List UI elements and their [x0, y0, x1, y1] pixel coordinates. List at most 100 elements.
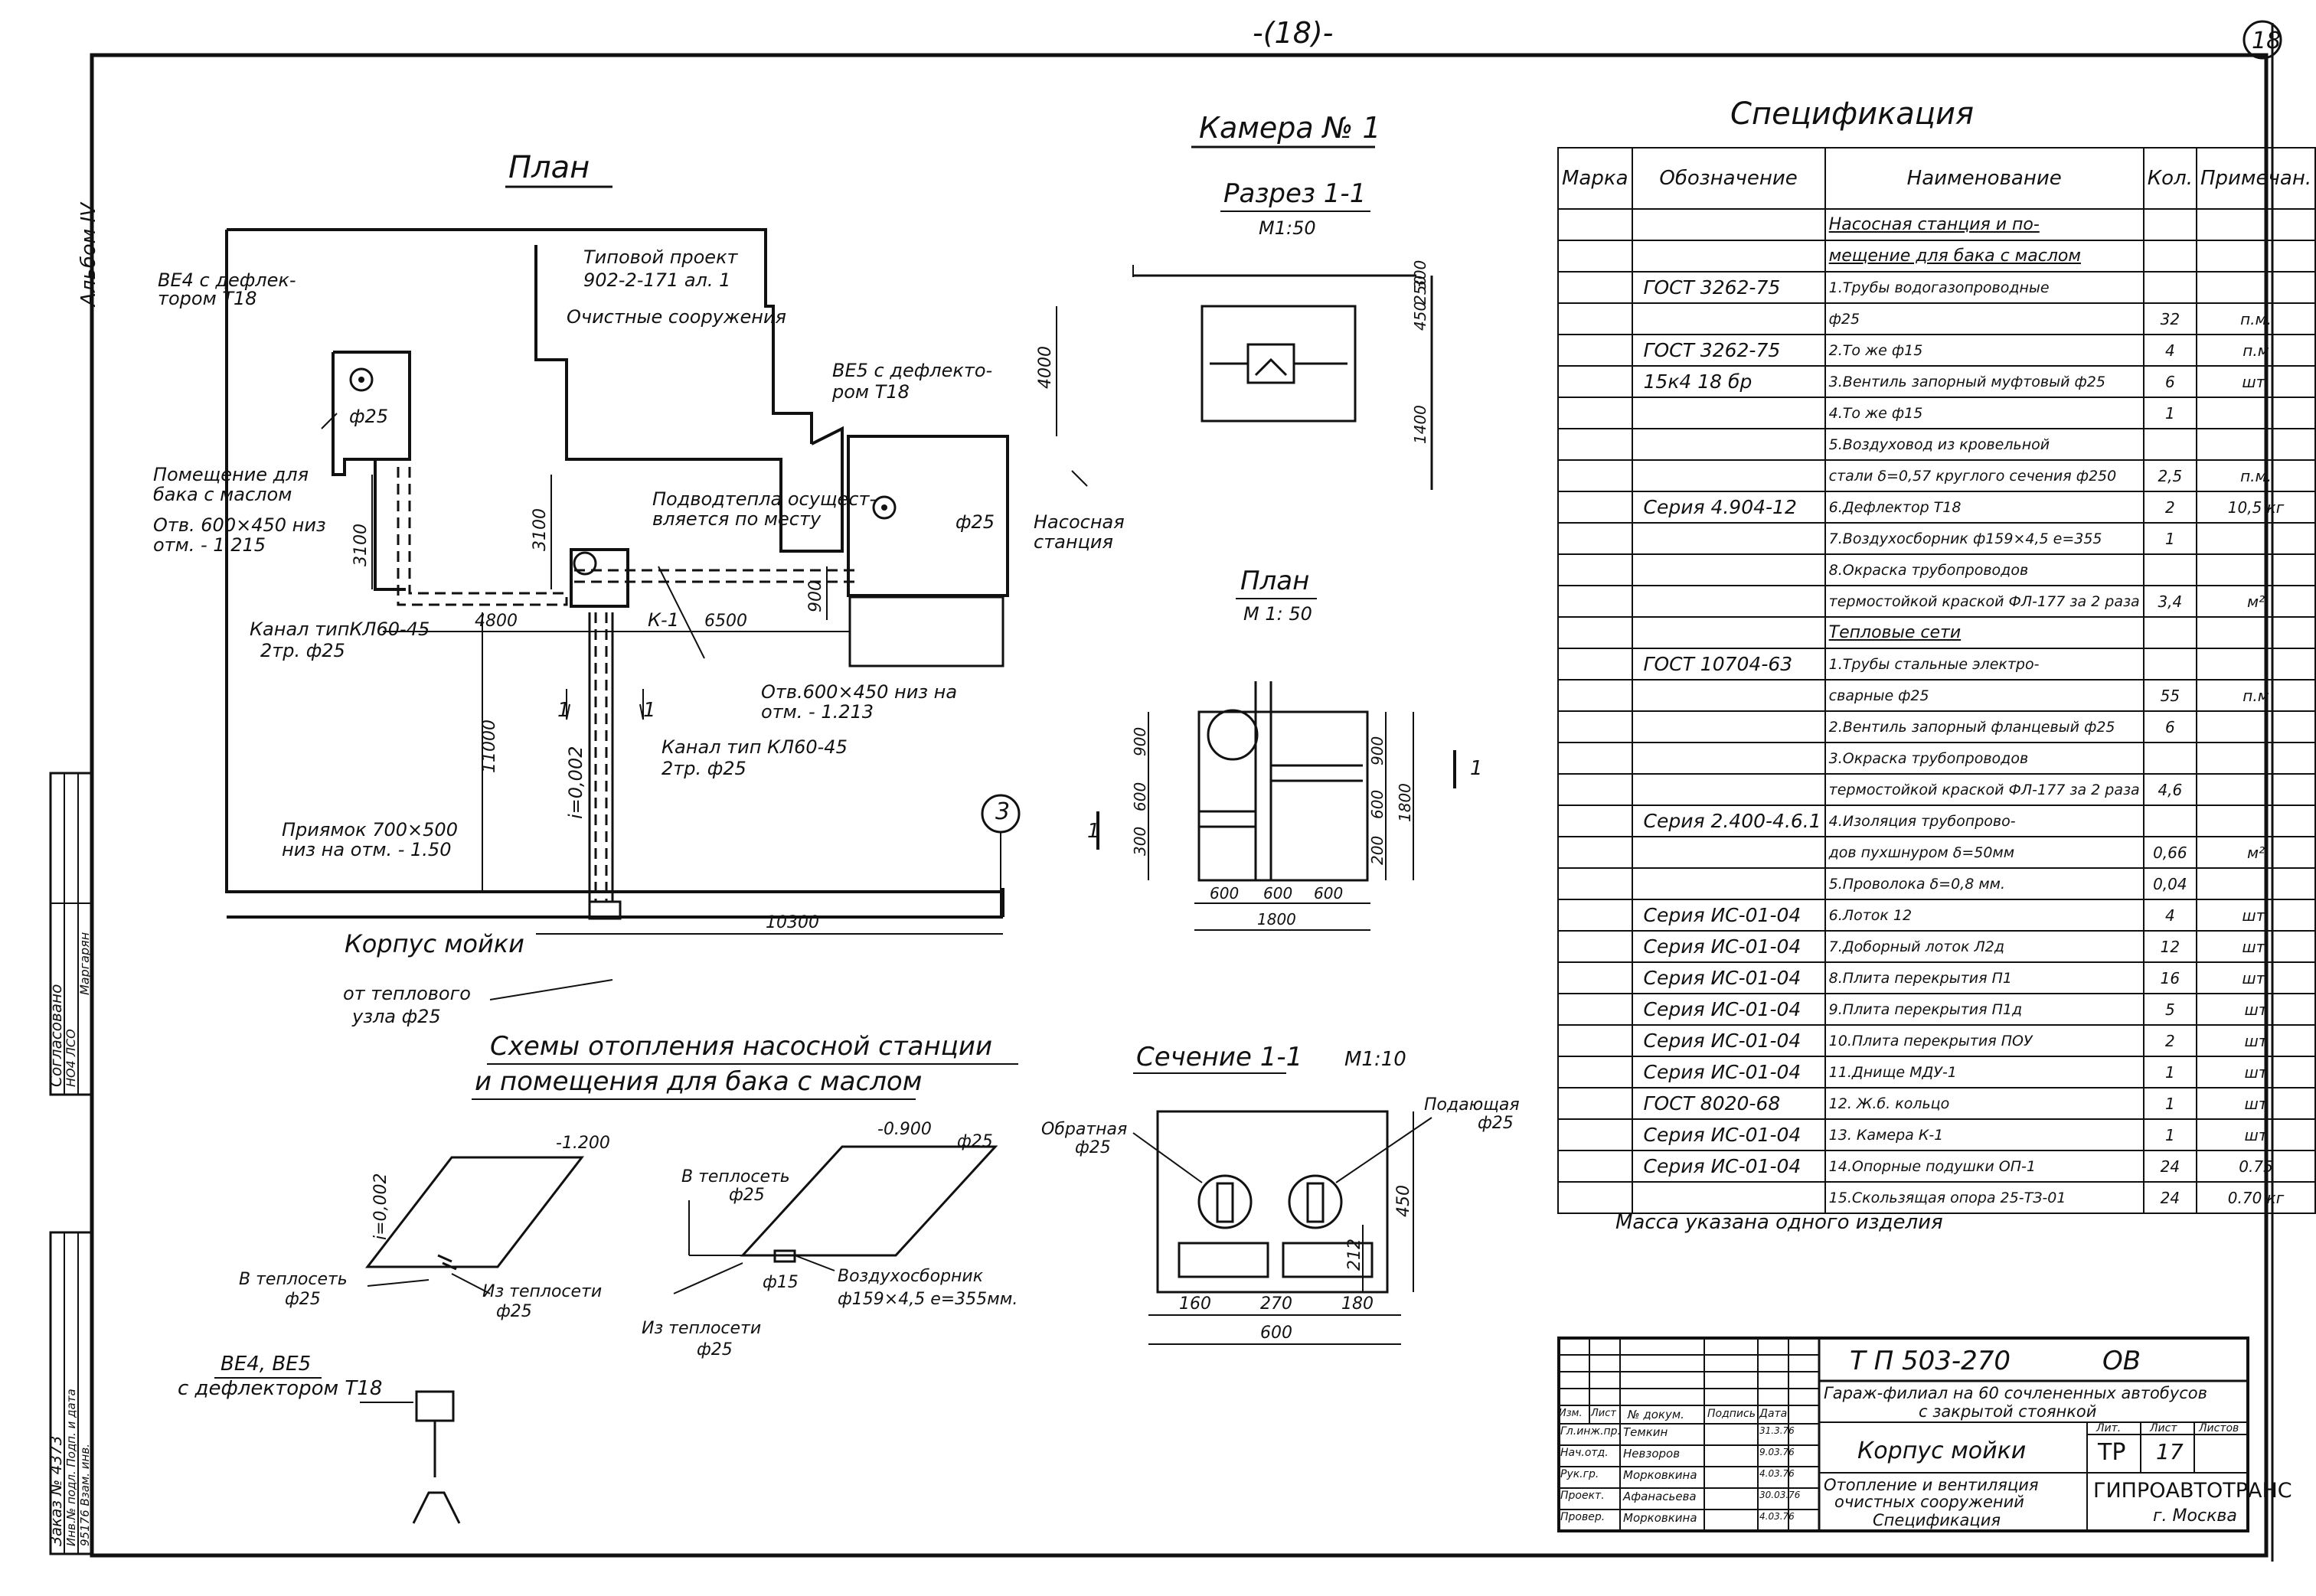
- spec-cell-mark: [1557, 585, 1633, 618]
- opening1-a: Отв. 600×450 низ: [153, 514, 326, 536]
- from-node-b: узла ф25: [351, 1006, 441, 1027]
- spec-cell-mark: [1557, 1150, 1633, 1183]
- cs-dim-212: 212: [1345, 1239, 1364, 1271]
- spec-cell-note: 0.75: [2195, 1150, 2316, 1183]
- spec-cell-designation: [1631, 710, 1826, 743]
- camera-section-drawing: [1132, 265, 1433, 490]
- scheme-left-to-b: ф25: [285, 1290, 321, 1309]
- spec-cell-name: 11.Днище МДУ-1: [1824, 1056, 2145, 1088]
- spec-cell-mark: [1557, 899, 1633, 932]
- wash-building: Корпус мойки: [345, 929, 524, 958]
- opening2-b: отм. - 1.213: [761, 701, 874, 723]
- spec-cell-mark: [1557, 993, 1633, 1026]
- cp-dim-200: 200: [1368, 836, 1387, 865]
- channel1-a: Канал типКЛ60-45: [250, 618, 430, 640]
- tb-sheet-title-c: Спецификация: [1873, 1511, 2001, 1529]
- spec-row: 3.Окраска трубопроводов: [1557, 742, 2316, 775]
- spec-note: Масса указана одного изделия: [1615, 1211, 1943, 1234]
- tb-code: Т П 503-270: [1850, 1346, 2011, 1376]
- spec-cell-mark: [1557, 836, 1633, 869]
- spec-cell-mark: [1557, 867, 1633, 900]
- tb-col-sign: Подпись: [1707, 1408, 1756, 1420]
- spec-cell-name: 14.Опорные подушки ОП-1: [1824, 1150, 2145, 1183]
- pit-a: Приямок 700×500: [282, 819, 458, 840]
- spec-cell-designation: [1631, 240, 1826, 273]
- deflector-label-b: с дефлектором Т18: [178, 1377, 382, 1400]
- spec-cell-qty: [2142, 428, 2197, 461]
- spec-cell-mark: [1557, 240, 1633, 273]
- tb-person-date: 4.03.76: [1759, 1468, 1795, 1479]
- spec-cell-mark: [1557, 1118, 1633, 1151]
- spec-row: 5.Проволока δ=0,8 мм.0,04: [1557, 867, 2316, 900]
- spec-cell-qty: 4,6: [2142, 773, 2197, 806]
- axis-label: 3: [995, 798, 1010, 825]
- cp-dim-600b: 600: [1368, 790, 1387, 819]
- cs-dim-270: 270: [1260, 1294, 1292, 1314]
- spec-cell-designation: Серия ИС-01-04: [1631, 1056, 1826, 1088]
- spec-cell-note: п.м.: [2195, 459, 2316, 492]
- spec-cell-designation: [1631, 679, 1826, 712]
- spec-cell-mark: [1557, 710, 1633, 743]
- spec-cell-name: Насосная станция и по-: [1824, 208, 2145, 241]
- spec-cell-qty: 12: [2142, 930, 2197, 963]
- cp-dim-600a: 600: [1131, 782, 1149, 811]
- spec-row: Тепловые сети: [1557, 616, 2316, 649]
- scheme-right-from-b: ф25: [697, 1340, 733, 1359]
- scheme-left-elev: -1.200: [556, 1134, 610, 1153]
- scheme-left-slope: i=0,002: [371, 1173, 390, 1240]
- spec-cell-mark: [1557, 365, 1633, 398]
- spec-cell-qty: 2: [2142, 1024, 2197, 1057]
- cp-dim-600d: 600: [1263, 884, 1292, 902]
- dim-3100a: 3100: [351, 524, 371, 566]
- scheme-right-from-a: Из теплосети: [642, 1319, 761, 1338]
- spec-cell-name: термостойкой краской ФЛ-177 за 2 раза: [1824, 773, 2145, 806]
- spec-cell-name: 5.Воздуховод из кровельной: [1824, 428, 2145, 461]
- spec-cell-note: п.м: [2195, 679, 2316, 712]
- spec-cell-mark: [1557, 302, 1633, 335]
- corner-number: 18: [2252, 28, 2281, 54]
- tb-person-date: 9.03.76: [1759, 1447, 1795, 1457]
- spec-cell-designation: 15к4 18 бр: [1631, 365, 1826, 398]
- spec-cell-name: 6.Дефлектор Т18: [1824, 491, 2145, 524]
- agreed-line-2: Маргарян: [77, 932, 92, 995]
- spec-cell-mark: [1557, 648, 1633, 681]
- spec-cell-note: шт: [2195, 1056, 2316, 1088]
- heat-channel: [397, 467, 856, 920]
- spec-cell-mark: [1557, 930, 1633, 963]
- order-stamp: Заказ № 4373 Инв.№ подл. Подп. и дата 95…: [47, 1231, 93, 1555]
- schemes-title-a: Схемы отопления насосной станции: [490, 1031, 992, 1062]
- dim-4800: 4800: [475, 612, 518, 631]
- spec-header-row: Марка Обозначение Наименование Кол. Прим…: [1557, 147, 2316, 210]
- spec-cell-mark: [1557, 522, 1633, 555]
- spec-cell-mark: [1557, 208, 1633, 241]
- spec-body: Насосная станция и по-мещение для бака с…: [1557, 208, 2316, 1214]
- plan-outline: [225, 228, 1009, 919]
- scheme-right-diam: ф25: [957, 1132, 993, 1151]
- spec-cell-name: 1.Трубы стальные электро-: [1824, 648, 2145, 681]
- spec-cell-qty: 1: [2142, 522, 2197, 555]
- spec-cell-qty: [2142, 271, 2197, 304]
- spec-cell-name: 8.Окраска трубопроводов: [1824, 553, 2145, 586]
- spec-cell-designation: Серия ИС-01-04: [1631, 899, 1826, 932]
- spec-cell-mark: [1557, 805, 1633, 837]
- spec-row: 8.Окраска трубопроводов: [1557, 553, 2316, 586]
- spec-cell-name: 10.Плита перекрытия ПОУ: [1824, 1024, 2145, 1057]
- spec-cell-note: [2195, 648, 2316, 681]
- spec-cell-name: мещение для бака с маслом: [1824, 240, 2145, 273]
- tb-person-role: Проект.: [1560, 1490, 1605, 1502]
- plan-treatment: Очистные сооружения: [567, 306, 786, 328]
- pump-station-b: станция: [1034, 531, 1113, 553]
- spec-cell-qty: [2142, 648, 2197, 681]
- spec-cell-mark: [1557, 491, 1633, 524]
- camera-plan-drawing: [1096, 681, 1456, 931]
- return-label-a: Обратная: [1041, 1120, 1127, 1139]
- spec-cell-note: [2195, 553, 2316, 586]
